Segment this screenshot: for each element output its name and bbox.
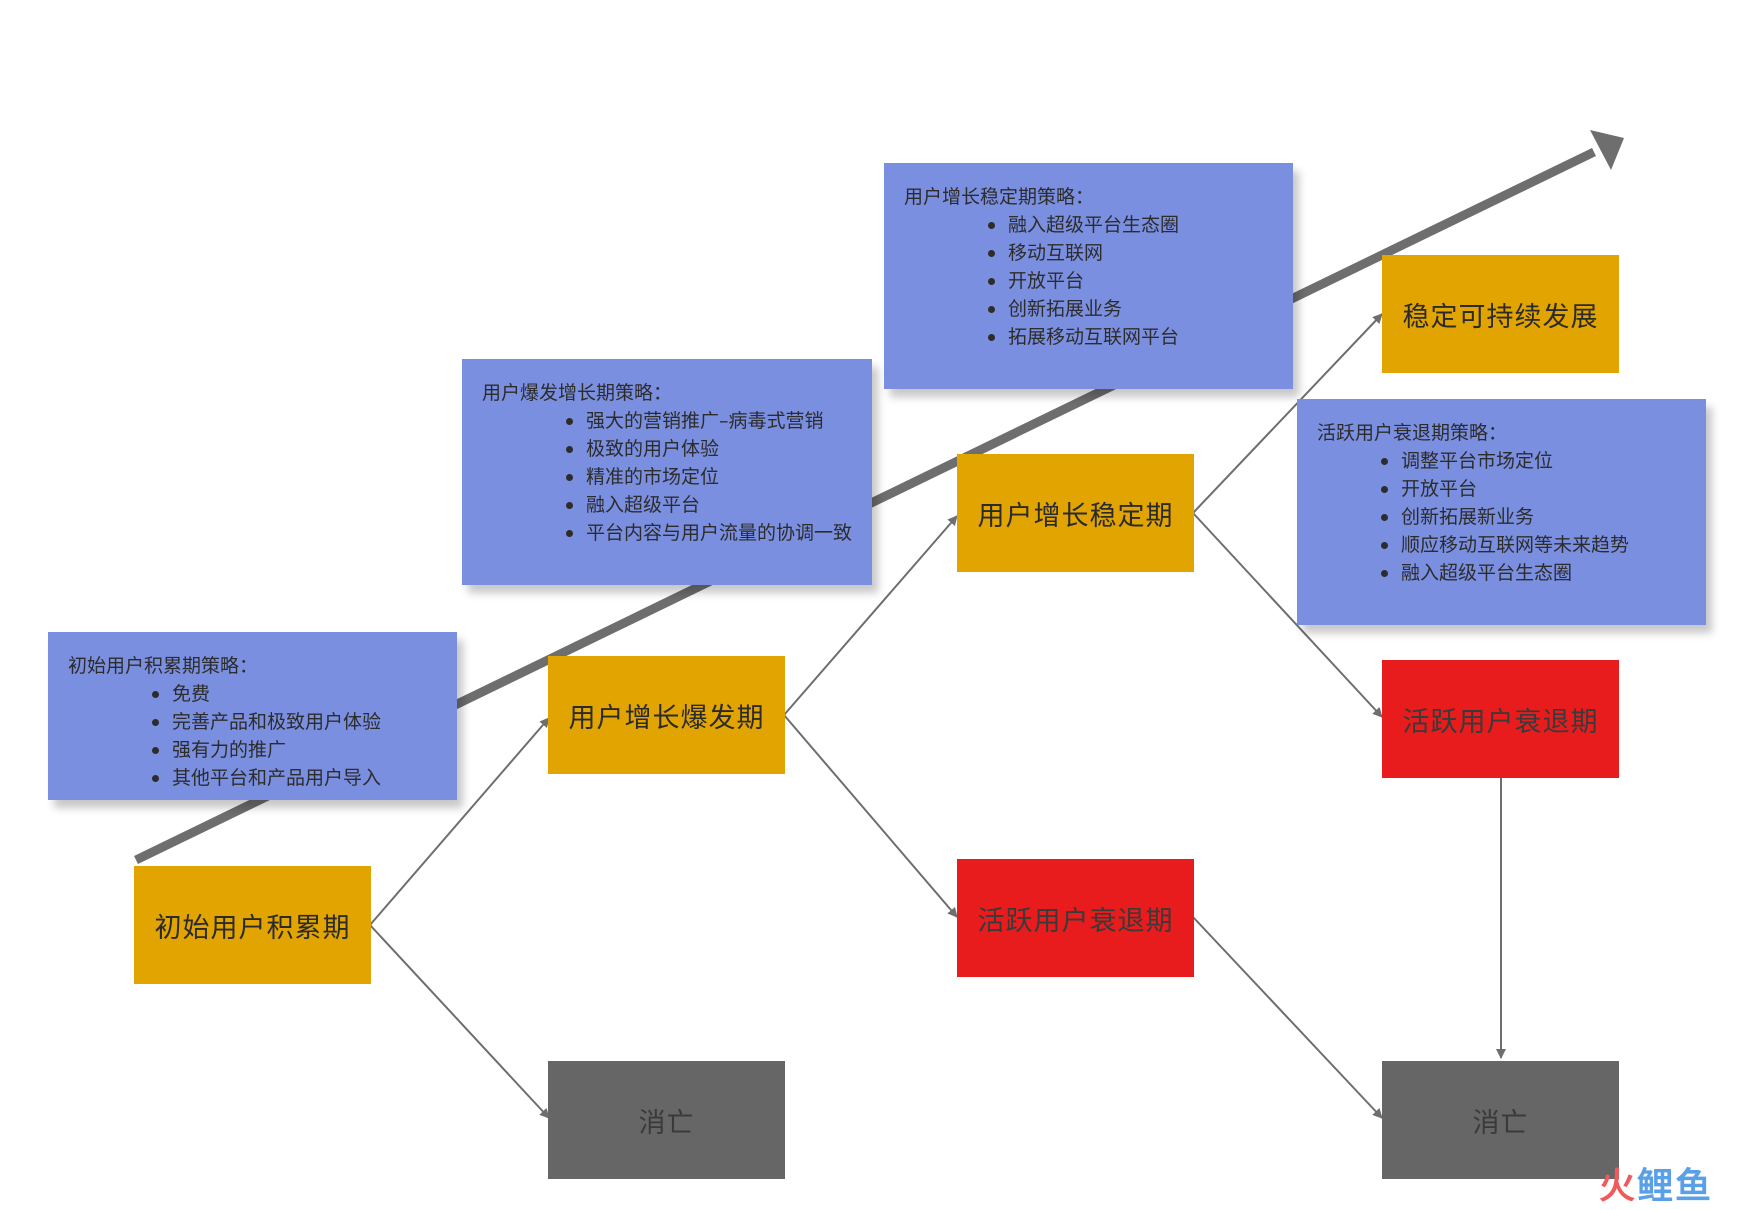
list-item: 融入超级平台生态圈: [1377, 559, 1686, 587]
list-item: 开放平台: [984, 267, 1273, 295]
strategy-list: 调整平台市场定位 开放平台 创新拓展新业务 顺应移动互联网等未来趋势 融入超级平…: [1317, 447, 1686, 587]
connector-initial-to-burst: [369, 717, 550, 926]
watermark-logo: 火 鲤鱼: [1576, 1158, 1736, 1208]
list-item: 开放平台: [1377, 475, 1686, 503]
connector-decline-to-death: [1192, 916, 1383, 1119]
list-item: 拓展移动互联网平台: [984, 323, 1273, 351]
connector-stable-to-sustainable: [1192, 313, 1383, 514]
list-item: 顺应移动互联网等未来趋势: [1377, 531, 1686, 559]
list-item: 强有力的推广: [148, 736, 437, 764]
list-item: 调整平台市场定位: [1377, 447, 1686, 475]
strategy-list: 免费 完善产品和极致用户体验 强有力的推广 其他平台和产品用户导入: [68, 680, 437, 792]
list-item: 精准的市场定位: [562, 463, 852, 491]
strategy-box-burst: 用户爆发增长期策略： 强大的营销推广–病毒式营销 极致的用户体验 精准的市场定位…: [462, 359, 872, 585]
stage-burst: 用户增长爆发期: [548, 656, 785, 774]
list-item: 融入超级平台: [562, 491, 852, 519]
stage-death-2: 消亡: [1382, 1061, 1619, 1179]
connector-burst-to-decline: [783, 714, 958, 918]
list-item: 创新拓展新业务: [1377, 503, 1686, 531]
list-item: 移动互联网: [984, 239, 1273, 267]
strategy-list: 融入超级平台生态圈 移动互联网 开放平台 创新拓展业务 拓展移动互联网平台: [904, 211, 1273, 351]
strategy-box-decline: 活跃用户衰退期策略： 调整平台市场定位 开放平台 创新拓展新业务 顺应移动互联网…: [1297, 399, 1706, 625]
strategy-title: 活跃用户衰退期策略：: [1317, 422, 1508, 444]
stage-death-1: 消亡: [548, 1061, 785, 1179]
watermark-part-2: 鲤鱼: [1637, 1166, 1714, 1207]
list-item: 其他平台和产品用户导入: [148, 764, 437, 792]
connector-stable-to-decline: [1192, 512, 1383, 718]
strategy-title: 初始用户积累期策略：: [68, 655, 259, 677]
list-item: 强大的营销推广–病毒式营销: [562, 407, 852, 435]
list-item: 平台内容与用户流量的协调一致: [562, 519, 852, 547]
connector-burst-to-stable: [783, 515, 958, 716]
strategy-title: 用户增长稳定期策略：: [904, 186, 1095, 208]
stage-decline-2: 活跃用户衰退期: [1382, 660, 1619, 778]
list-item: 免费: [148, 680, 437, 708]
stage-initial: 初始用户积累期: [134, 866, 371, 984]
list-item: 极致的用户体验: [562, 435, 852, 463]
strategy-title: 用户爆发增长期策略：: [482, 382, 673, 404]
list-item: 创新拓展业务: [984, 295, 1273, 323]
connector-initial-to-death: [369, 924, 550, 1119]
stage-sustainable: 稳定可持续发展: [1382, 255, 1619, 373]
strategy-box-initial: 初始用户积累期策略： 免费 完善产品和极致用户体验 强有力的推广 其他平台和产品…: [48, 632, 457, 800]
stage-stable: 用户增长稳定期: [957, 454, 1194, 572]
stage-decline-1: 活跃用户衰退期: [957, 859, 1194, 977]
strategy-box-stable: 用户增长稳定期策略： 融入超级平台生态圈 移动互联网 开放平台 创新拓展业务 拓…: [884, 163, 1293, 389]
strategy-list: 强大的营销推广–病毒式营销 极致的用户体验 精准的市场定位 融入超级平台 平台内…: [482, 407, 852, 547]
list-item: 完善产品和极致用户体验: [148, 708, 437, 736]
watermark-part-1: 火: [1598, 1166, 1637, 1207]
list-item: 融入超级平台生态圈: [984, 211, 1273, 239]
